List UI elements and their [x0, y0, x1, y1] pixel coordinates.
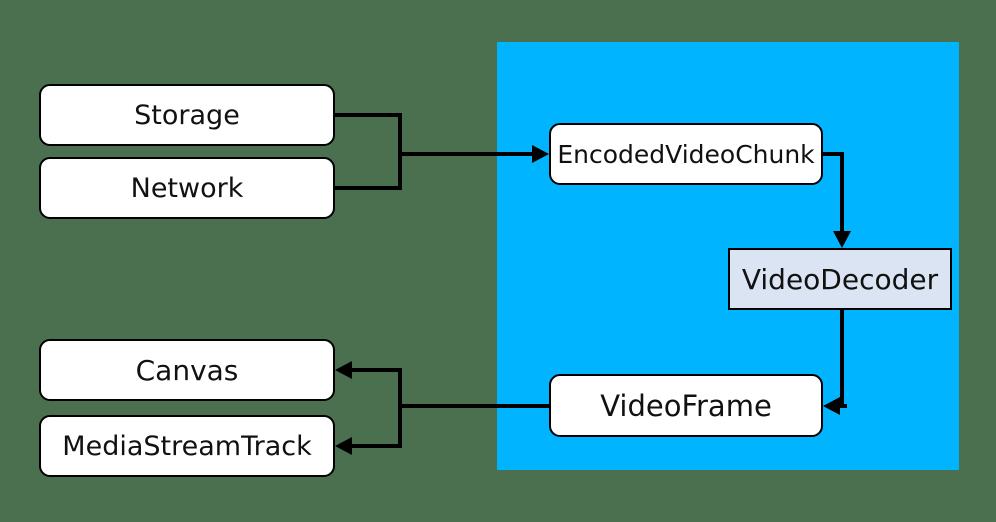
arrowhead-into-videoframe — [823, 397, 840, 415]
mediastreamtrack-node: MediaStreamTrack — [39, 415, 335, 477]
connector-sinks-split — [398, 368, 402, 448]
connector-videodecoder-out — [840, 310, 844, 408]
arrowhead-into-mediastreamtrack — [335, 437, 352, 455]
arrowhead-into-encodedvideochunk — [532, 145, 549, 163]
connector-to-videoframe — [839, 404, 847, 408]
network-node: Network — [39, 157, 335, 219]
arrowhead-into-videodecoder — [833, 231, 851, 248]
connector-videoframe-out — [400, 404, 549, 408]
connector-sources-to-encodedvideochunk — [400, 152, 533, 156]
videodecoder-node: VideoDecoder — [728, 248, 952, 310]
encodedvideochunk-node: EncodedVideoChunk — [549, 123, 823, 185]
connector-storage-out — [335, 113, 402, 117]
connector-network-out — [335, 186, 402, 190]
storage-node: Storage — [39, 84, 335, 146]
connector-sources-merge — [398, 113, 402, 190]
canvas-node: Canvas — [39, 339, 335, 401]
connector-encodedvideochunk-out — [823, 152, 844, 156]
arrowhead-into-canvas — [335, 361, 352, 379]
videoframe-node: VideoFrame — [549, 374, 823, 437]
connector-to-mediastreamtrack — [351, 444, 402, 448]
connector-to-videodecoder — [840, 152, 844, 232]
connector-to-canvas — [351, 368, 402, 372]
